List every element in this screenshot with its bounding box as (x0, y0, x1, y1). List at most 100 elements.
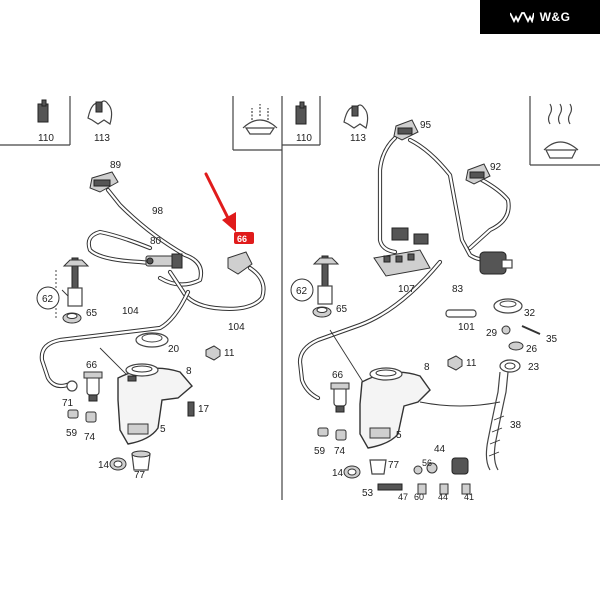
right-clip-110-icon (295, 101, 307, 125)
right-label-107: 107 (398, 284, 415, 295)
label-104-bottom: 104 (228, 322, 245, 333)
right-label-35: 35 (546, 334, 558, 345)
brand-name: W&G (539, 10, 571, 24)
right-label-29: 29 (486, 328, 498, 339)
right-tank-5 (359, 367, 431, 449)
right-label-92: 92 (490, 162, 502, 173)
right-label-23: 23 (528, 362, 540, 373)
left-header-label-113: 113 (94, 133, 110, 144)
label-104-top: 104 (122, 306, 139, 317)
right-label-95: 95 (420, 120, 432, 131)
left-grommet-59-74 (67, 409, 97, 423)
right-nut-11 (447, 355, 463, 371)
label-71: 71 (62, 398, 74, 409)
left-nozzle-89 (89, 171, 119, 193)
left-grommet-65 (62, 312, 82, 324)
right-small-parts (413, 457, 471, 495)
right-nozzle-95 (393, 119, 419, 141)
left-clip-113-icon (87, 100, 113, 125)
diagram-frame (0, 96, 600, 500)
right-label-65: 65 (336, 304, 348, 315)
left-bushing-14 (109, 457, 127, 471)
right-bushing-14 (343, 465, 361, 479)
left-bolt-17 (187, 401, 195, 417)
right-header-label-110: 110 (296, 133, 312, 144)
right-label-14: 14 (332, 468, 344, 479)
callout-circle-62: 62 (36, 286, 60, 310)
label-98: 98 (152, 206, 164, 217)
right-label-83: 83 (452, 284, 464, 295)
label-65: 65 (86, 308, 98, 319)
label-14: 14 (98, 460, 110, 471)
right-label-66: 66 (332, 370, 344, 381)
right-label-32: 32 (524, 308, 536, 319)
w-and-g-logo-icon (509, 11, 534, 23)
red-arrow-pointer (204, 172, 236, 232)
highlight-badge-text: 66 (237, 234, 247, 244)
left-windshield-washer-icon (242, 104, 278, 135)
label-66: 66 (86, 360, 98, 371)
right-clip-113-icon (343, 104, 369, 129)
right-grommets-59-74 (317, 427, 347, 441)
left-pump-66 (83, 371, 103, 402)
label-20: 20 (168, 344, 180, 355)
right-sensor-62 (312, 255, 340, 305)
left-tank-5 (117, 363, 193, 445)
left-cap-20 (135, 332, 169, 348)
label-77: 77 (134, 470, 146, 481)
right-label-26: 26 (526, 344, 538, 355)
right-nozzle-92 (465, 163, 491, 185)
right-cap-77 (369, 459, 387, 475)
right-ring-23 (499, 359, 521, 373)
right-bolt-53 (377, 483, 403, 491)
right-cap-26 (508, 341, 524, 351)
highlighted-nozzle: 66 (227, 232, 254, 275)
right-label-8: 8 (424, 362, 430, 373)
left-valve-80 (145, 253, 183, 269)
right-pump-66 (330, 382, 350, 413)
right-cable-38 (419, 371, 509, 471)
label-74: 74 (84, 432, 96, 443)
label-17: 17 (198, 404, 210, 415)
right-disc-32 (493, 298, 523, 314)
right-label-74: 74 (334, 446, 346, 457)
right-header-label-113: 113 (350, 133, 366, 144)
left-clip-110-icon (37, 99, 49, 123)
label-80: 80 (150, 236, 162, 247)
right-callout-circle-62: 62 (290, 278, 314, 302)
label-59: 59 (66, 428, 78, 439)
right-wiring-harness (297, 135, 511, 401)
highlight-badge-box (234, 232, 254, 244)
left-hose-system (39, 187, 266, 389)
right-label-44-top: 44 (434, 444, 446, 455)
right-label-44-bottom: 44 (438, 492, 448, 502)
label-5: 5 (160, 424, 166, 435)
label-8: 8 (186, 366, 192, 377)
left-clip-71 (66, 380, 78, 392)
right-connector-block (391, 227, 429, 245)
right-label-62: 62 (296, 286, 308, 297)
left-nut-11 (205, 345, 221, 361)
right-heater-unit (479, 251, 513, 275)
right-pin-35 (521, 325, 541, 335)
left-sensor-62 (61, 257, 90, 307)
right-label-47: 47 (398, 492, 408, 502)
right-sleeve-101 (445, 309, 477, 318)
right-label-53: 53 (362, 488, 374, 499)
right-label-59: 59 (314, 446, 326, 457)
right-label-41: 41 (464, 492, 474, 502)
right-relay-107 (373, 249, 431, 277)
right-label-11: 11 (466, 358, 477, 369)
right-label-101: 101 (458, 322, 475, 333)
right-label-5: 5 (396, 430, 402, 441)
right-label-60: 60 (414, 492, 424, 502)
right-windshield-heater-icon (543, 103, 579, 159)
label-89: 89 (110, 160, 122, 171)
right-label-77: 77 (388, 460, 400, 471)
right-clip-29 (501, 325, 511, 335)
left-header-label-110: 110 (38, 133, 54, 144)
brand-badge: W&G (480, 0, 600, 34)
label-11: 11 (224, 348, 235, 359)
right-label-56: 56 (422, 458, 432, 468)
